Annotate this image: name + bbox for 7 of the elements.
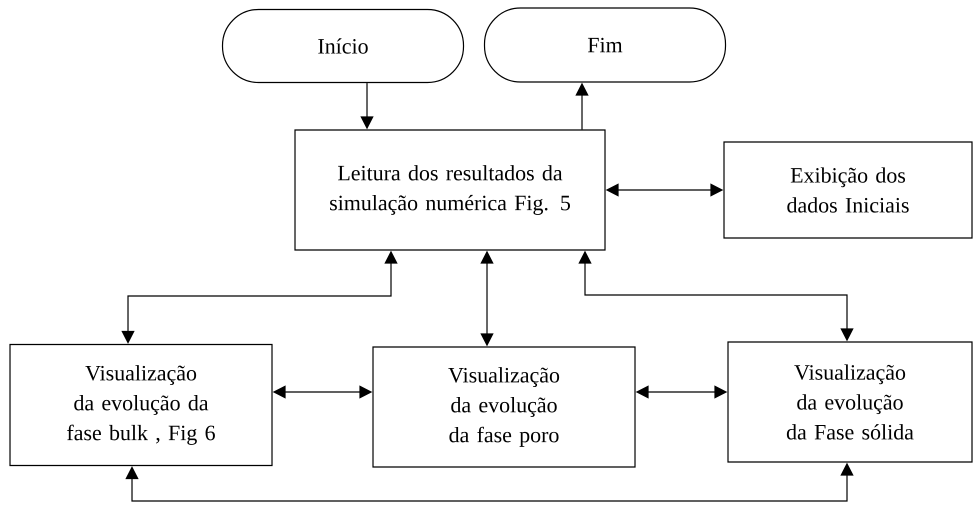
process-box: Visualização da evolução da fase bulk , Fig 6 bbox=[9, 344, 273, 466]
process-box: Exibição dos dados Iniciais bbox=[723, 141, 973, 239]
process-box: Visualização da evolução da Fase sólida bbox=[727, 341, 973, 463]
terminal-box: Fim bbox=[484, 7, 726, 83]
terminal-box: Início bbox=[222, 8, 464, 84]
process-box: Leitura dos resultados da simulação numérica Fig. 5 bbox=[294, 129, 606, 251]
process-box: Visualização da evolução da fase poro bbox=[372, 346, 636, 468]
